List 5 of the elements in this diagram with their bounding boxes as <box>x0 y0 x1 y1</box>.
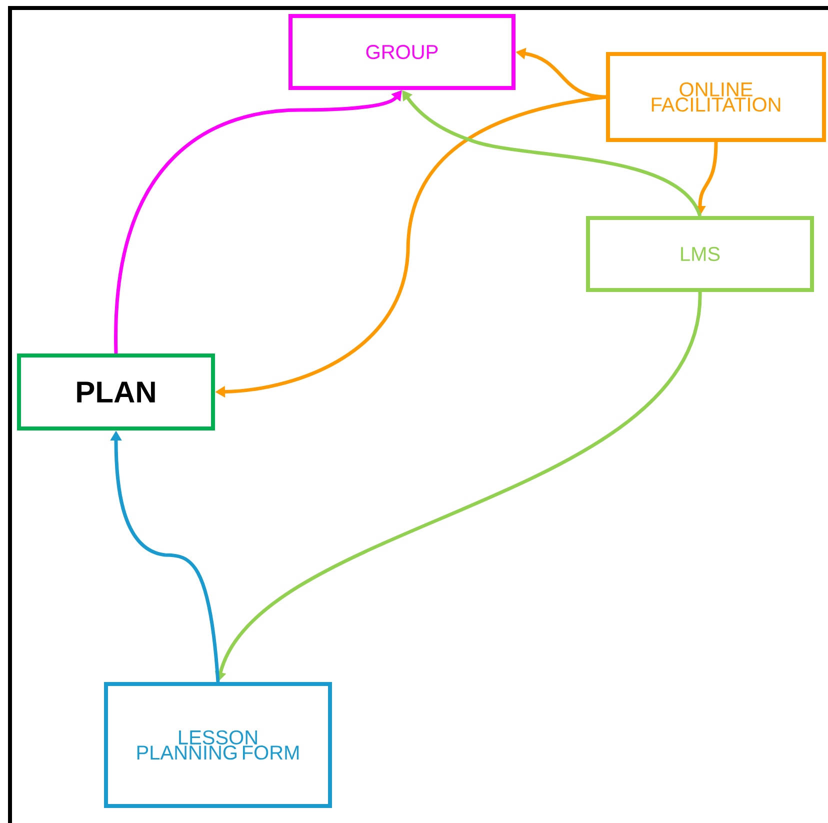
process-box: ONLINE FACILITATION <box>606 52 826 142</box>
process-box: GROUP <box>288 14 516 90</box>
process-box: LESSON PLANNING FORM <box>104 682 332 808</box>
process-box: PLAN <box>17 354 215 430</box>
process-box: LMS <box>586 216 814 292</box>
